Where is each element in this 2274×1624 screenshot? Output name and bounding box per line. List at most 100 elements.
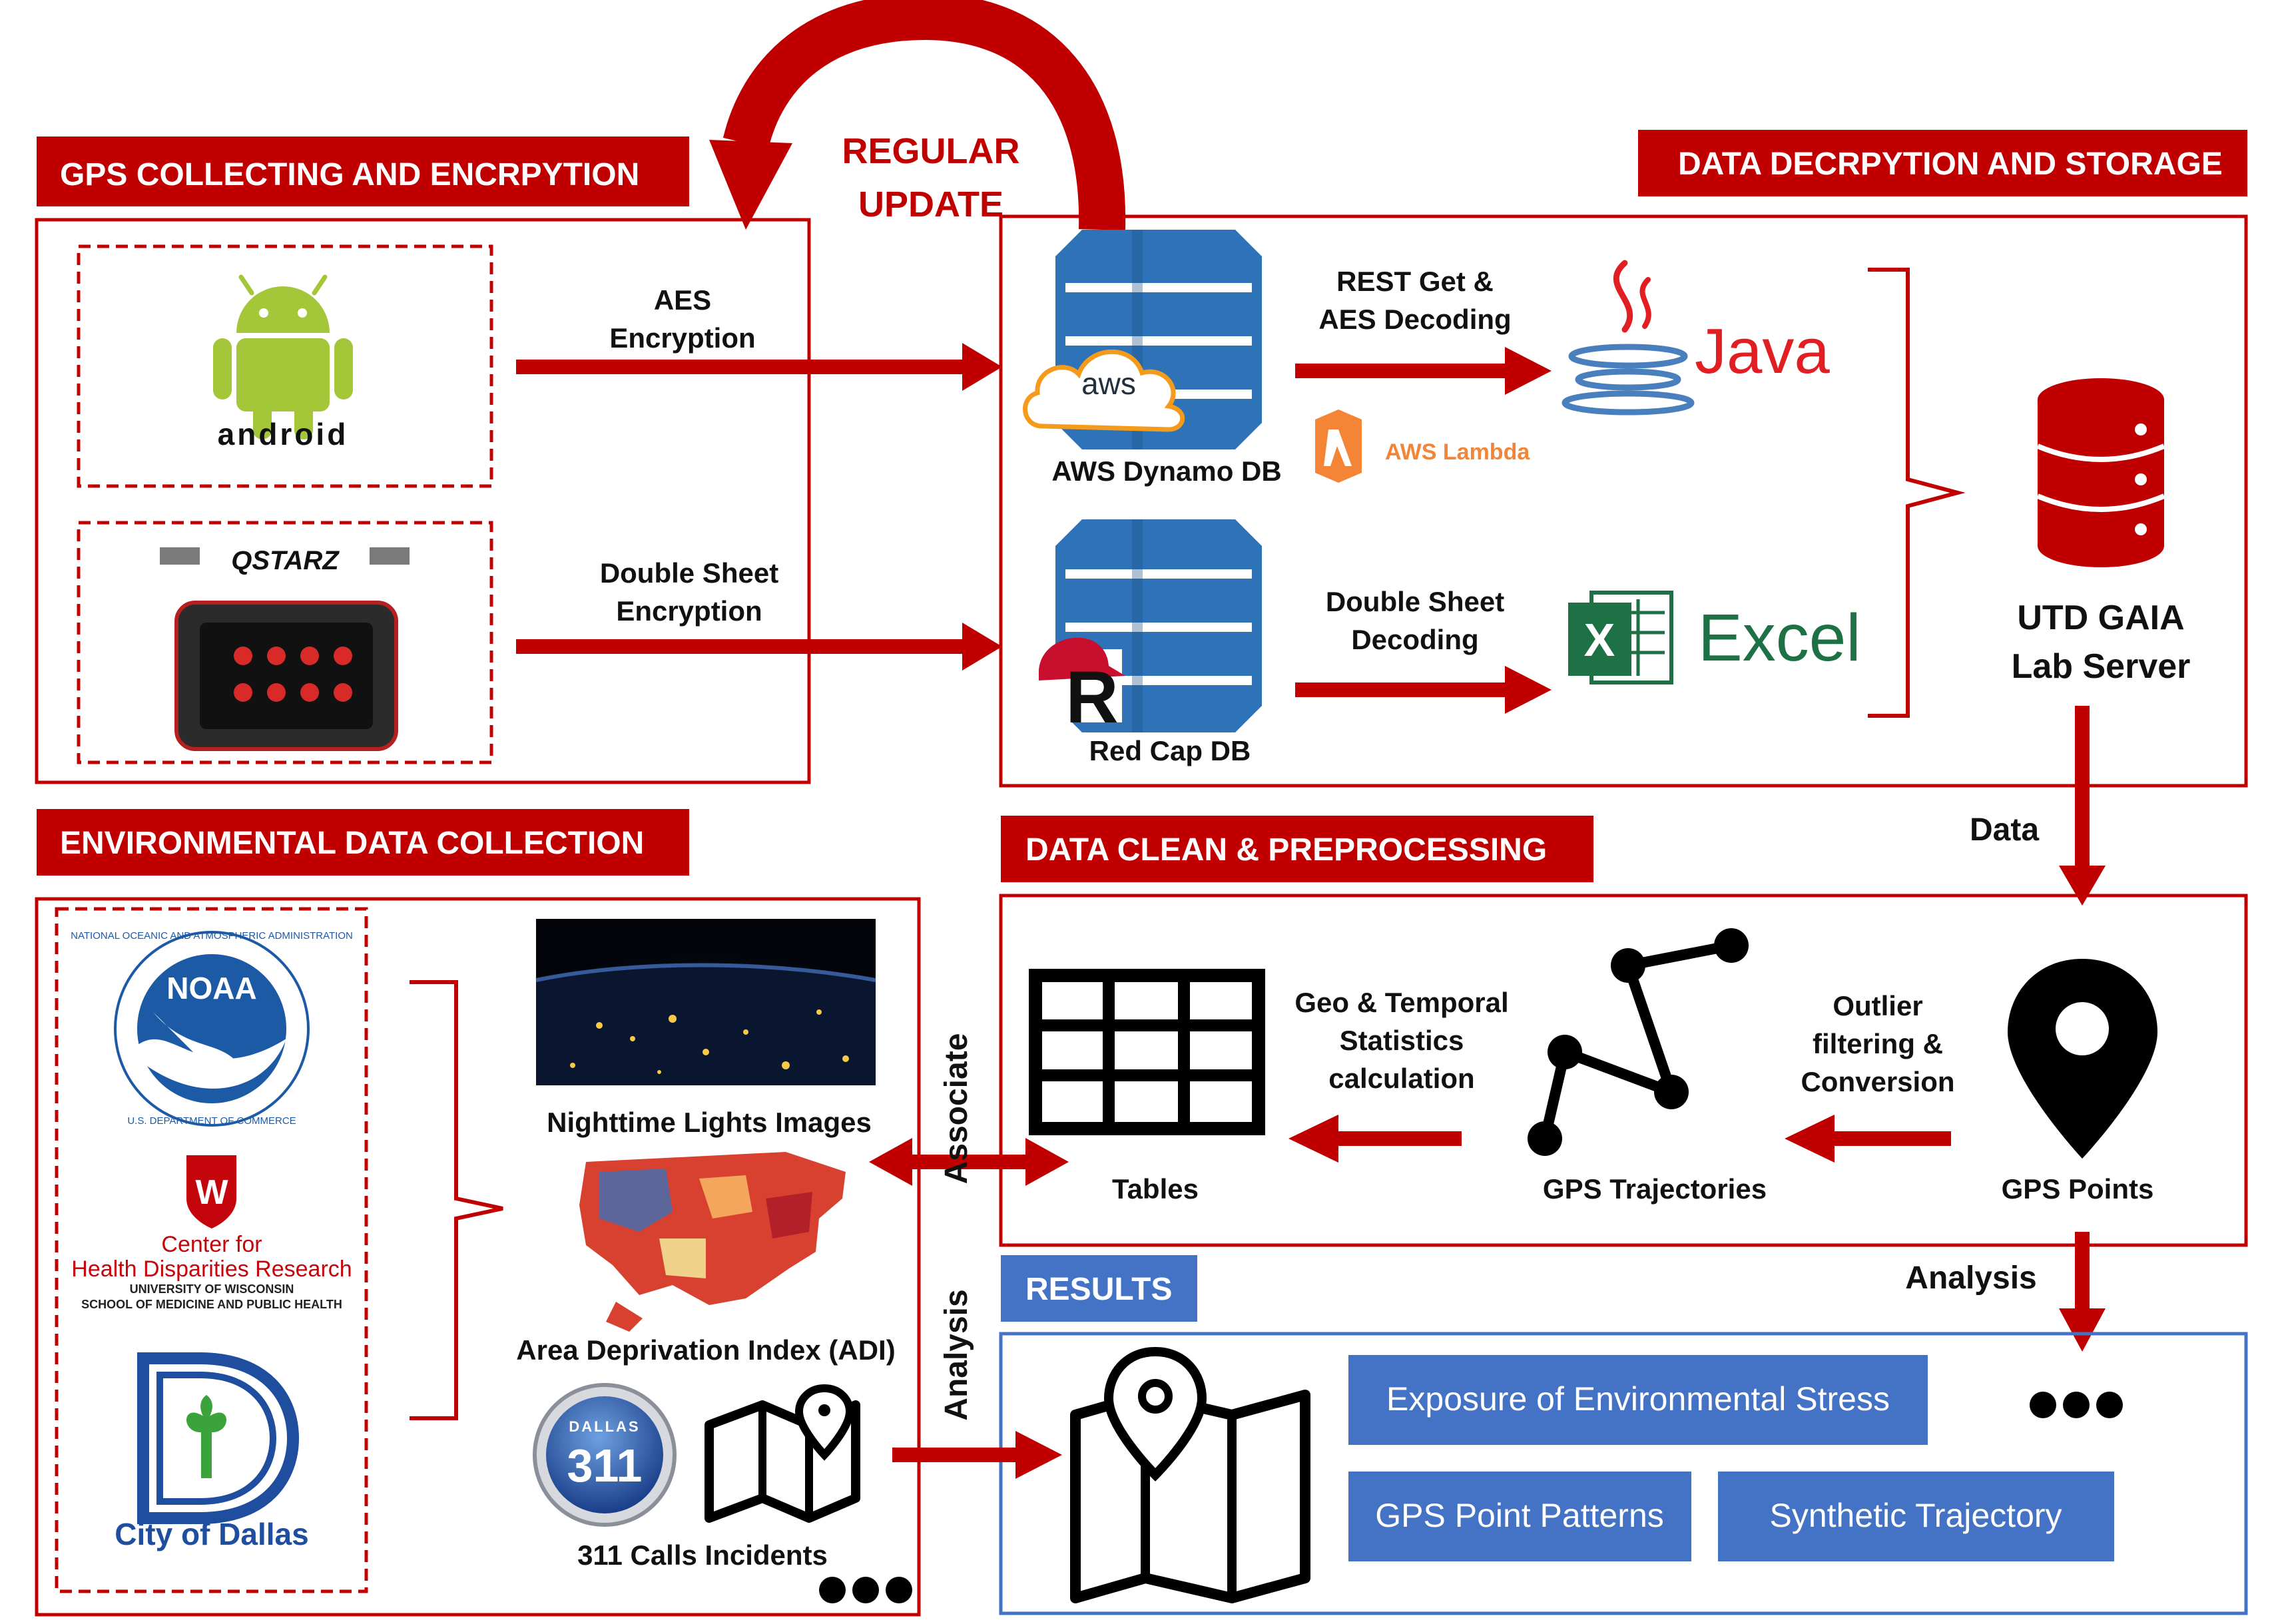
chdr-line4: SCHOOL OF MEDICINE AND PUBLIC HEALTH: [81, 1298, 342, 1311]
decrypt-frame: [999, 214, 2248, 788]
exposure-label: Exposure of Environmental Stress: [1386, 1380, 1890, 1418]
outlier-1: Outlier: [1833, 990, 1922, 1021]
gps-device-icon: [174, 601, 398, 751]
server-db-icon: [2036, 378, 2165, 567]
gps-collect-header: [37, 136, 689, 206]
point-patterns-box: [1348, 1472, 1691, 1561]
data-label: Data: [1970, 812, 2039, 848]
map-pin-icon: [1070, 1346, 1310, 1603]
dallas-label: City of Dallas: [115, 1517, 308, 1551]
night-lights-label: Nighttime Lights Images: [547, 1107, 872, 1138]
tables-label: Tables: [1112, 1173, 1199, 1205]
results-title: RESULTS: [1025, 1272, 1172, 1307]
location-pin-icon: [2008, 959, 2157, 1159]
excel-wordmark: Excel: [1698, 601, 1861, 675]
outlier-3: Conversion: [1801, 1066, 1954, 1097]
chdr-line1: Center for: [161, 1232, 262, 1257]
clean-title: DATA CLEAN & PREPROCESSING: [1025, 832, 1547, 868]
folded-map-icon: [705, 1384, 860, 1523]
gps-points-label: GPS Points: [2002, 1173, 2154, 1205]
noaa-center-text: NOAA: [166, 971, 256, 1005]
table-icon: [1029, 969, 1265, 1135]
excel-icon: X: [1568, 591, 1673, 684]
adi-map-image: [579, 1152, 846, 1332]
double-sheet-dec-2: Decoding: [1351, 624, 1478, 655]
geo-temporal-3: calculation: [1328, 1063, 1474, 1094]
java-cup-icon: [1562, 260, 1695, 415]
chdr-line3: UNIVERSITY OF WISCONSIN: [130, 1282, 294, 1296]
gps-collect-title: GPS COLLECTING AND ENCRPYTION: [60, 157, 639, 192]
chdr-line2: Health Disparities Research: [71, 1256, 352, 1282]
more-ellipsis-results: [2030, 1392, 2123, 1418]
trajectories-label: GPS Trajectories: [1543, 1173, 1767, 1205]
server-label-2: Lab Server: [2012, 647, 2191, 686]
redcap-label: Red Cap DB: [1089, 735, 1251, 766]
rest-label-2: AES Decoding: [1318, 304, 1511, 335]
aes-label-2: Encryption: [609, 322, 755, 354]
env-sources-box: [55, 907, 368, 1593]
android-wordmark: android: [218, 417, 349, 451]
associate-label: Associate: [939, 1033, 974, 1185]
qstarz-box: [77, 521, 493, 764]
geo-temporal-arrow: [1288, 1115, 1462, 1163]
analysis-label-vertical: Analysis: [939, 1289, 974, 1420]
point-patterns-label: GPS Point Patterns: [1375, 1497, 1664, 1534]
synthetic-label: Synthetic Trajectory: [1769, 1497, 2062, 1534]
exposure-box: [1348, 1355, 1928, 1445]
trajectory-icon: [1528, 928, 1749, 1156]
double-sheet-dec-1: Double Sheet: [1326, 586, 1504, 617]
aes-label-1: AES: [654, 284, 711, 316]
aws-logo-text: aws: [1081, 366, 1136, 401]
rest-arrow: [1295, 347, 1552, 395]
dallas-logo-icon: [137, 1352, 300, 1524]
synthetic-box: [1718, 1472, 2114, 1561]
analysis-label-right: Analysis: [1905, 1260, 2036, 1296]
noaa-ring-text: NATIONAL OCEANIC AND ATMOSPHERIC ADMINIS…: [71, 930, 353, 942]
svg-text:R: R: [1065, 657, 1118, 738]
double-sheet-enc-arrow: [516, 623, 1002, 671]
geo-temporal-1: Geo & Temporal: [1294, 987, 1508, 1018]
gps-collect-frame: [35, 218, 811, 784]
aws-dynamo-label: AWS Dynamo DB: [1051, 455, 1281, 487]
svg-text:W: W: [195, 1173, 228, 1212]
noaa-logo: NOAA NATIONAL OCEANIC AND ATMOSPHERIC AD…: [71, 930, 353, 1127]
android-robot-icon: [213, 274, 353, 439]
noaa-bottom-text: U.S. DEPARTMENT OF COMMERCE: [127, 1115, 296, 1127]
analysis-arrow-env: [892, 1431, 1062, 1479]
analysis-arrow-right: [2059, 1232, 2106, 1352]
results-header: [1001, 1255, 1197, 1322]
clean-frame: [999, 894, 2248, 1247]
calls311-label: 311 Calls Incidents: [577, 1539, 828, 1571]
double-sheet-enc-2: Encryption: [616, 595, 762, 627]
aws-cloud-icon: aws: [1023, 349, 1185, 432]
svg-text:X: X: [1584, 614, 1615, 666]
env-title: ENVIRONMENTAL DATA COLLECTION: [60, 826, 644, 861]
decrypt-header: [1638, 130, 2247, 196]
redcap-logo: R: [1039, 637, 1125, 738]
outlier-arrow: [1785, 1115, 1951, 1163]
adi-label: Area Deprivation Index (ADI): [516, 1334, 895, 1366]
clean-header: [1001, 816, 1593, 882]
qstarz-wordmark: QSTARZ: [231, 546, 340, 575]
double-sheet-enc-1: Double Sheet: [600, 557, 778, 589]
regular-update-line2: UPDATE: [858, 184, 1003, 224]
double-sheet-dec-arrow: [1295, 666, 1552, 714]
java-wordmark: Java: [1695, 316, 1830, 387]
server-label-1: UTD GAIA: [2017, 599, 2184, 637]
rest-label-1: REST Get &: [1336, 266, 1494, 297]
env-frame: [35, 897, 921, 1617]
outlier-2: filtering &: [1813, 1028, 1943, 1059]
associate-arrow: [869, 1138, 1069, 1186]
results-frame: [999, 1332, 2248, 1615]
env-bracket: [410, 980, 503, 1420]
env-header: [37, 809, 689, 876]
badge-top-text: DALLAS: [569, 1418, 640, 1435]
aes-arrow: [516, 343, 1002, 391]
storage-bracket: [1868, 268, 1966, 718]
uw-crest-icon: W: [186, 1155, 236, 1228]
geo-temporal-2: Statistics: [1340, 1025, 1464, 1056]
decrypt-title: DATA DECRPYTION AND STORAGE: [1678, 146, 2223, 182]
night-lights-image: [535, 919, 876, 1085]
aws-lambda-icon: [1315, 409, 1362, 483]
